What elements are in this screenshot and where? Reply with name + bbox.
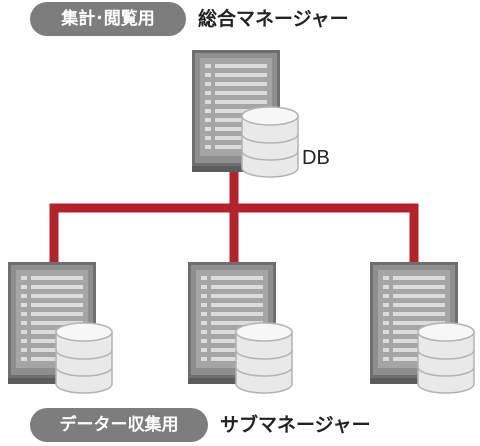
database-icon xyxy=(241,106,299,178)
network-connector xyxy=(49,160,419,268)
database-icon xyxy=(55,322,113,394)
db-label: DB xyxy=(302,147,330,169)
aggregation-badge: 集計･閲覧用 xyxy=(30,2,186,36)
database-icon xyxy=(235,322,293,394)
sub-manager-label: サブマネージャー xyxy=(220,414,371,436)
data-collection-badge: データー収集用 xyxy=(30,408,208,442)
general-manager-label: 総合マネージャー xyxy=(198,8,349,30)
database-icon xyxy=(417,322,475,394)
